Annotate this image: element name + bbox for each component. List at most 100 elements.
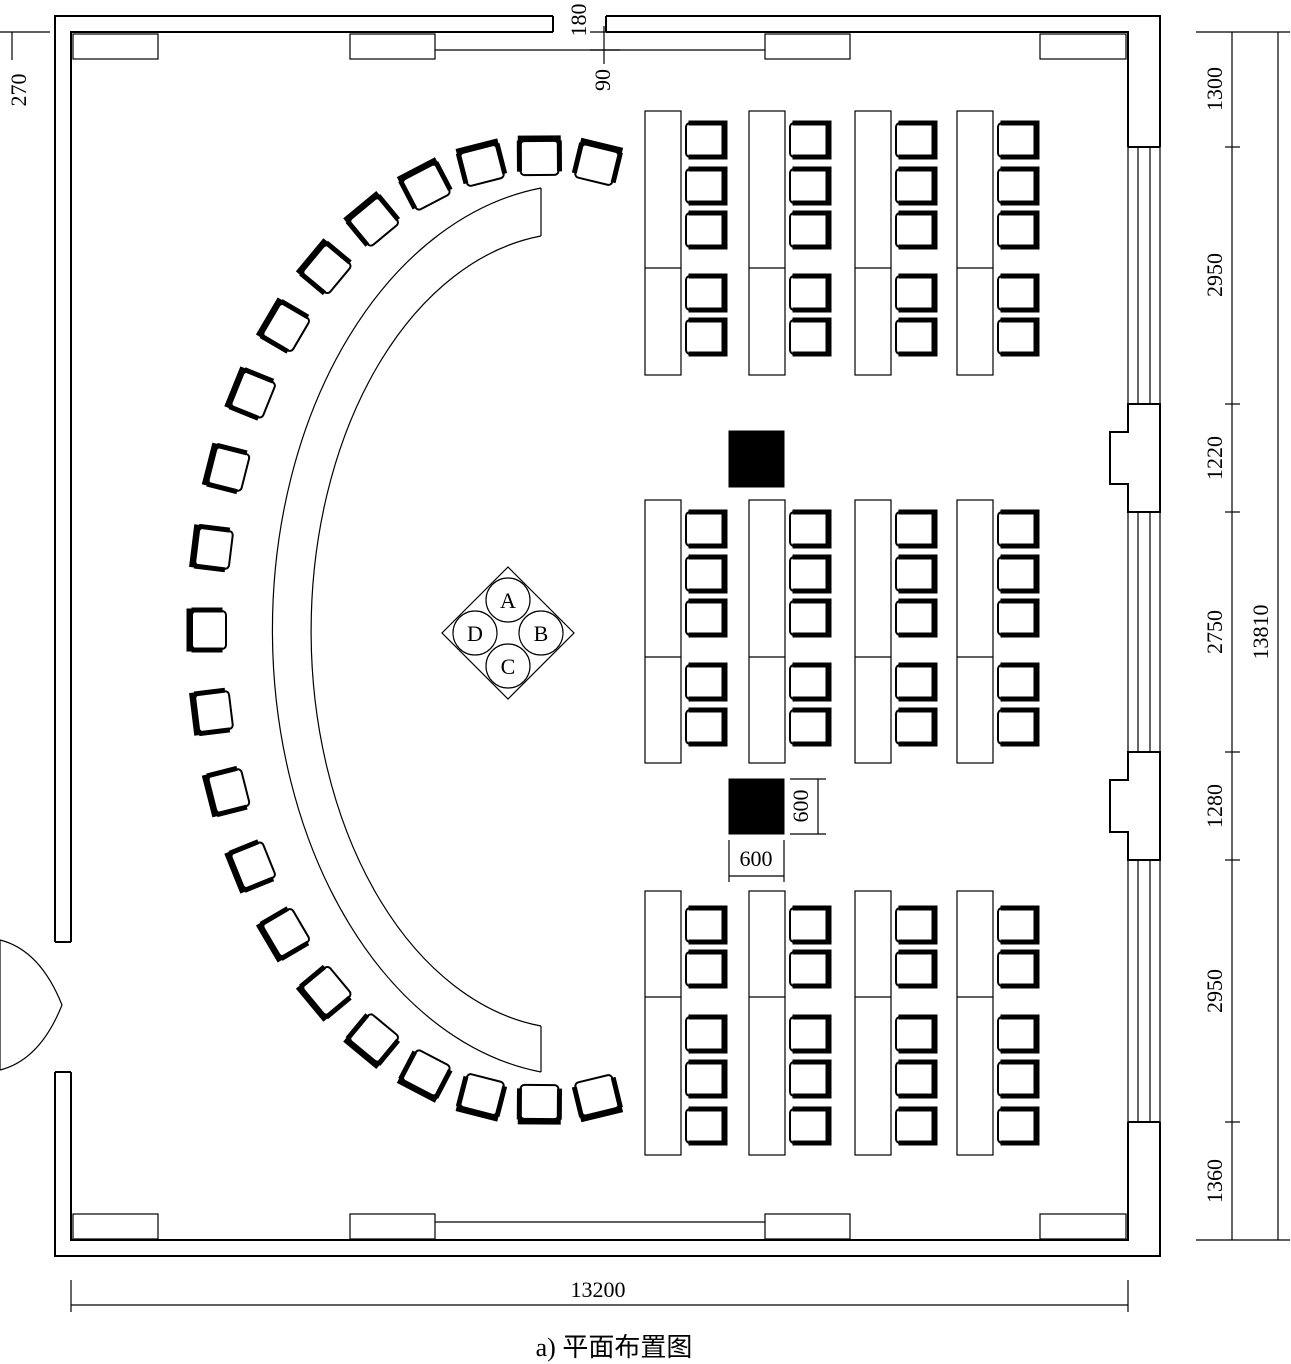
chair <box>685 1059 728 1099</box>
chair-arm <box>792 939 827 945</box>
chair-back <box>1033 317 1040 357</box>
chair-back <box>721 210 728 250</box>
bottom-dimension: 13200 <box>70 1277 1129 1312</box>
chair-back <box>295 238 328 276</box>
chair <box>997 1106 1040 1146</box>
chair-arm <box>688 1059 723 1065</box>
chair-arm <box>191 607 223 613</box>
chair-back <box>825 317 832 357</box>
chair-back <box>1033 554 1040 594</box>
chair-arm <box>898 588 933 594</box>
chair <box>789 662 832 702</box>
chair-arm <box>688 307 723 313</box>
chair <box>895 1059 938 1099</box>
chair-arm <box>792 200 827 206</box>
chair-arm <box>792 317 827 323</box>
chair-back <box>825 509 832 549</box>
desk-block <box>748 890 832 1156</box>
chair-arm <box>1000 1106 1035 1112</box>
chair <box>997 1014 1040 1054</box>
chair-arm <box>688 120 723 126</box>
chair-arm <box>898 983 933 989</box>
chair-arm <box>688 543 723 549</box>
entrance-door <box>0 939 63 1071</box>
chair <box>895 317 938 357</box>
chair-seat <box>997 168 1037 204</box>
chair-seat <box>685 709 725 745</box>
station-a <box>485 577 531 623</box>
chair-seat <box>997 907 1037 943</box>
chair-arm <box>688 741 723 747</box>
dim-2950-top: 2950 <box>1202 253 1227 297</box>
chair <box>343 1013 401 1070</box>
chair-arm <box>898 244 933 250</box>
chair <box>789 949 832 989</box>
chair-seat <box>895 556 935 592</box>
chair-arm <box>792 1140 827 1146</box>
chair-back <box>931 905 938 945</box>
chair <box>685 273 728 313</box>
desk <box>748 499 786 764</box>
chair-back <box>579 1106 624 1123</box>
chair-arm <box>688 707 723 713</box>
chair-back <box>1033 1014 1040 1054</box>
chair <box>685 120 728 160</box>
chair-back <box>255 297 283 338</box>
chair-arm <box>198 523 231 533</box>
desk <box>644 890 682 1156</box>
chair-seat <box>789 600 829 636</box>
chair <box>997 949 1040 989</box>
chair <box>516 1083 562 1125</box>
chair-back <box>931 166 938 206</box>
station-c <box>485 643 531 689</box>
chair-seat <box>789 122 829 158</box>
chair-arm <box>398 1050 418 1081</box>
chair-back <box>825 273 832 313</box>
chair-seat <box>789 951 829 987</box>
station-label-b: B <box>534 621 549 646</box>
chair-seat <box>789 1016 829 1052</box>
chair-arm <box>1000 939 1035 945</box>
chair-back <box>721 554 728 594</box>
chair-arm <box>1000 543 1035 549</box>
chair-seat <box>997 319 1037 355</box>
station-label-c: C <box>501 654 516 679</box>
chair-seat <box>685 664 725 700</box>
chair <box>343 190 401 247</box>
chair <box>685 554 728 594</box>
right-windows <box>1109 147 1161 1122</box>
chair-arm <box>1000 200 1035 206</box>
chair-seat <box>895 1061 935 1097</box>
dim-1220: 1220 <box>1202 436 1227 480</box>
chair-arm <box>193 687 226 697</box>
chair-back <box>455 138 499 155</box>
chair-arm <box>792 307 827 313</box>
chair-seat <box>895 1016 935 1052</box>
chair-arm <box>792 509 827 515</box>
chair <box>516 135 562 177</box>
chair-arm <box>688 200 723 206</box>
chair-seat <box>302 244 352 295</box>
chair <box>997 707 1040 747</box>
chair-seat <box>997 664 1037 700</box>
chair-seat <box>997 511 1037 547</box>
chair-arm <box>792 949 827 955</box>
chair <box>997 1059 1040 1099</box>
chair-seat <box>997 275 1037 311</box>
column-lower <box>728 778 785 835</box>
chair-seat <box>895 168 935 204</box>
chair-seat <box>685 1061 725 1097</box>
desk <box>854 110 892 376</box>
chair-arm <box>259 333 289 354</box>
chair-arm <box>688 317 723 323</box>
desk-block <box>644 890 728 1156</box>
chair-back <box>1033 210 1040 250</box>
chair-arm <box>1000 1140 1035 1146</box>
column-dimensions: 600 600 <box>728 778 826 882</box>
desk <box>956 110 994 376</box>
desk-block <box>956 110 1040 376</box>
walls <box>54 15 1161 1257</box>
chair-seat <box>685 319 725 355</box>
chair-arm <box>193 563 226 573</box>
chair-arm <box>1000 707 1035 713</box>
